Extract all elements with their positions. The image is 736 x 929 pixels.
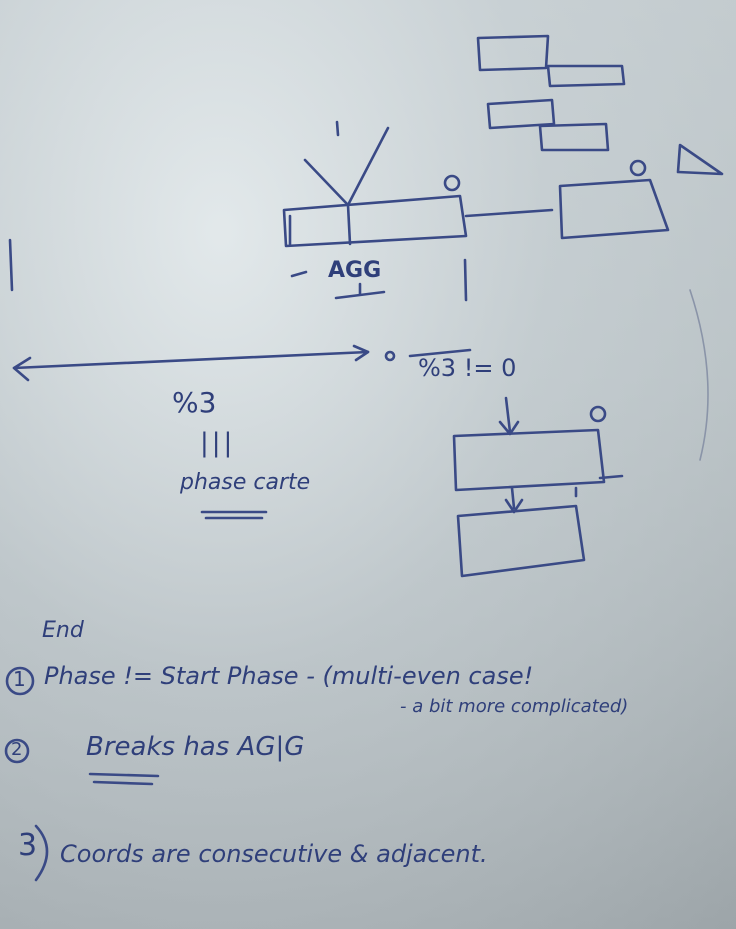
note-text: Breaks has AG|G [86,732,305,762]
sketch-box [456,504,586,578]
agg-label: AGG [328,258,382,283]
sketch-dash [290,270,308,278]
note-number-circle [5,666,35,696]
sketch-circle [589,405,607,423]
triple-bar-label: ||| [200,428,236,458]
note-number: 3 [18,828,38,863]
note-number-circle [4,738,30,764]
note-number: 2 [11,739,23,760]
sketch-triangle [676,143,724,176]
sketch-box [538,122,610,152]
sketch-box [452,428,606,492]
sketch-branch [303,126,390,207]
sketch-arrow-head [12,356,32,382]
sketch-curve [689,289,709,461]
sketch-dash [408,348,472,358]
sketch-circle [629,159,647,177]
sketch-underline [88,772,160,778]
phase-note: phase carte [180,470,311,495]
mod-label-left: %3 [172,386,217,419]
note-number: 1 [13,667,26,691]
sketch-box [476,34,550,72]
note-text: Coords are consecutive & adjacent. [60,840,488,868]
sketch-underline [92,780,154,786]
sketch-box [486,98,556,130]
sketch-connector [464,208,554,218]
note-number-bracket [34,824,49,882]
sketch-arrow [510,486,516,510]
sketch-arrow-head [352,344,370,362]
sketch-tick [8,238,14,292]
note-subtext: - a bit more complicated) [400,696,629,717]
note-text: Phase != Start Phase - (multi-even case! [44,662,534,690]
mod-label-right: %3 != 0 [418,354,517,382]
sketch-branch [335,120,340,137]
sketch-box [558,178,670,240]
sketch-tick [463,258,468,302]
sketch-connector [598,474,624,480]
sketch-arrow [504,396,512,434]
notes-header: End [42,618,84,643]
sketch-box [282,194,468,248]
sketch-circle [384,350,396,362]
sketch-box [546,64,626,88]
sketch-circle [443,174,461,192]
sketch-divider [346,203,352,246]
sketch-arrow [12,350,370,370]
